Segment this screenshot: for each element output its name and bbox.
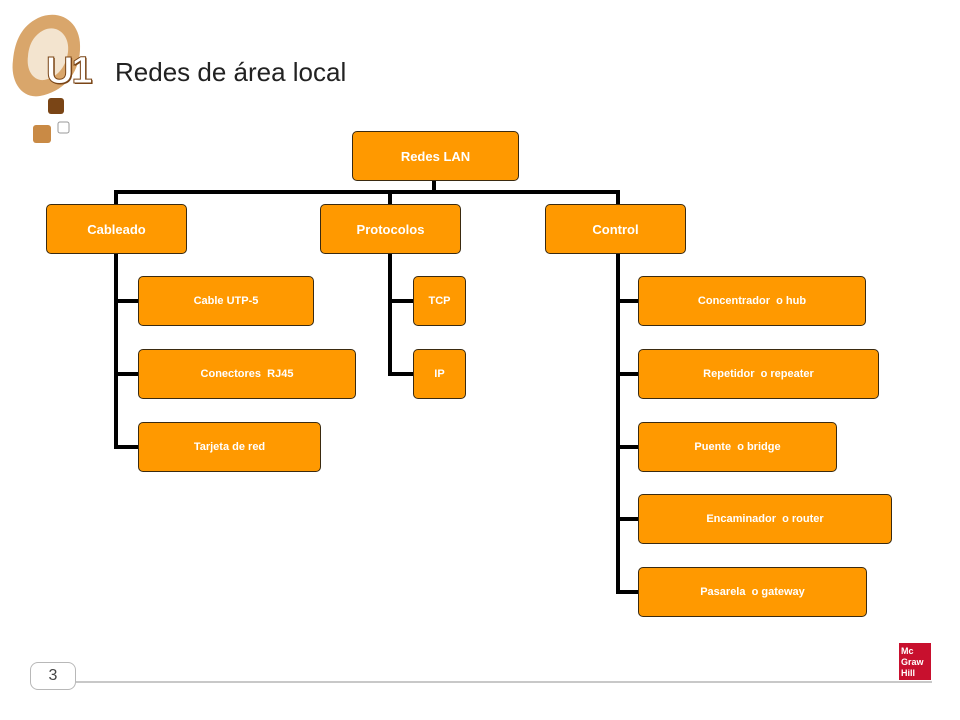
page-title: Redes de área local bbox=[115, 57, 347, 87]
svg-text:Graw: Graw bbox=[901, 657, 925, 667]
svg-text:Mc: Mc bbox=[901, 646, 914, 656]
leaf-repetidor-repeater: Repetidor o repeater bbox=[638, 349, 879, 399]
unit-logo-icon bbox=[12, 14, 81, 143]
leaf-puente-bridge: Puente o bridge bbox=[638, 422, 837, 472]
leaf-encaminador-router: Encaminador o router bbox=[638, 494, 892, 544]
leaf-cable-utp5: Cable UTP-5 bbox=[138, 276, 314, 326]
unit-label: U1 bbox=[46, 50, 94, 93]
category-cableado: Cableado bbox=[46, 204, 187, 254]
category-protocolos: Protocolos bbox=[320, 204, 461, 254]
leaf-concentrador-hub: Concentrador o hub bbox=[638, 276, 866, 326]
leaf-tcp: TCP bbox=[413, 276, 466, 326]
publisher-logo-icon: Mc Graw Hill bbox=[899, 643, 931, 680]
leaf-tarjeta-de-red: Tarjeta de red bbox=[138, 422, 321, 472]
category-control: Control bbox=[545, 204, 686, 254]
leaf-conectores-rj45: Conectores RJ45 bbox=[138, 349, 356, 399]
leaf-pasarela-gateway: Pasarela o gateway bbox=[638, 567, 867, 617]
root-node: Redes LAN bbox=[352, 131, 519, 181]
svg-text:Hill: Hill bbox=[901, 668, 915, 678]
page-number: 3 bbox=[30, 662, 76, 690]
footer-divider bbox=[76, 681, 932, 683]
leaf-ip: IP bbox=[413, 349, 466, 399]
